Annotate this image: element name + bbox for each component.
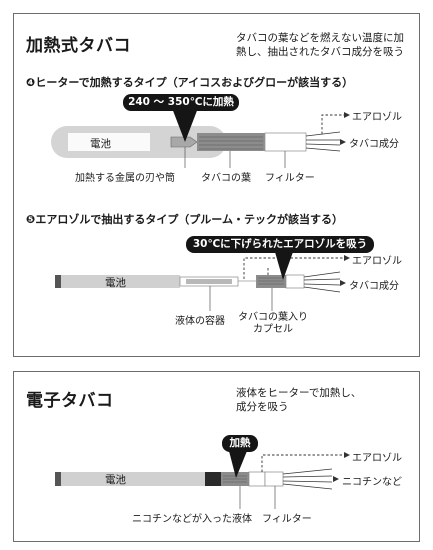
type-a-temperature-callout: 240 ～ 350℃に加熱 xyxy=(123,94,239,111)
type-b-battery-label: 電池 xyxy=(105,277,126,289)
type-b-temperature-callout: 30℃に下げられたエアロゾルを吸う xyxy=(186,236,374,253)
type-b-aerosol-label: エアロゾル xyxy=(352,256,402,267)
type-a-tobacco-component-label: タバコ成分 xyxy=(349,139,399,150)
type-b-container-label: 液体の容器 xyxy=(175,316,225,327)
e-cigarette-heat-callout: 加熱 xyxy=(222,435,258,452)
e-cigarette-battery-label: 電池 xyxy=(105,474,126,486)
type-a-filter-label: フィルター xyxy=(265,173,315,184)
e-cigarette-description: 液体をヒーターで加熱し、 成分を吸う xyxy=(236,387,362,413)
heated-tobacco-description: タバコの葉などを燃えない温度に加 熱し、抽出されたタバコ成分を吸う xyxy=(236,32,404,58)
type-a-blade-label: 加熱する金属の刃や筒 xyxy=(75,173,175,184)
type-a-leaf-label: タバコの葉 xyxy=(201,173,251,184)
heated-tobacco-title: 加熱式タバコ xyxy=(26,36,131,56)
type-a-aerosol-label: エアロゾル xyxy=(352,112,402,123)
e-cigarette-nicotine-label: ニコチンなど xyxy=(342,477,402,488)
type-a-battery-label: 電池 xyxy=(90,138,111,150)
type-a-heading: ❹ヒーターで加熱するタイプ（アイコスおよびグローが該当する） xyxy=(26,76,354,89)
e-cigarette-liquid-label: ニコチンなどが入った液体 xyxy=(132,514,252,525)
e-cigarette-title: 電子タバコ xyxy=(26,391,114,411)
type-b-capsule-label: タバコの葉入り カプセル xyxy=(238,312,308,335)
type-b-heading: ❺エアロゾルで抽出するタイプ（プルーム・テックが該当する） xyxy=(26,213,343,226)
heated-tobacco-panel xyxy=(13,13,420,357)
type-b-tobacco-component-label: タバコ成分 xyxy=(349,281,399,292)
e-cigarette-filter-label: フィルター xyxy=(262,514,312,525)
e-cigarette-panel xyxy=(13,371,420,542)
e-cigarette-aerosol-label: エアロゾル xyxy=(352,453,402,464)
